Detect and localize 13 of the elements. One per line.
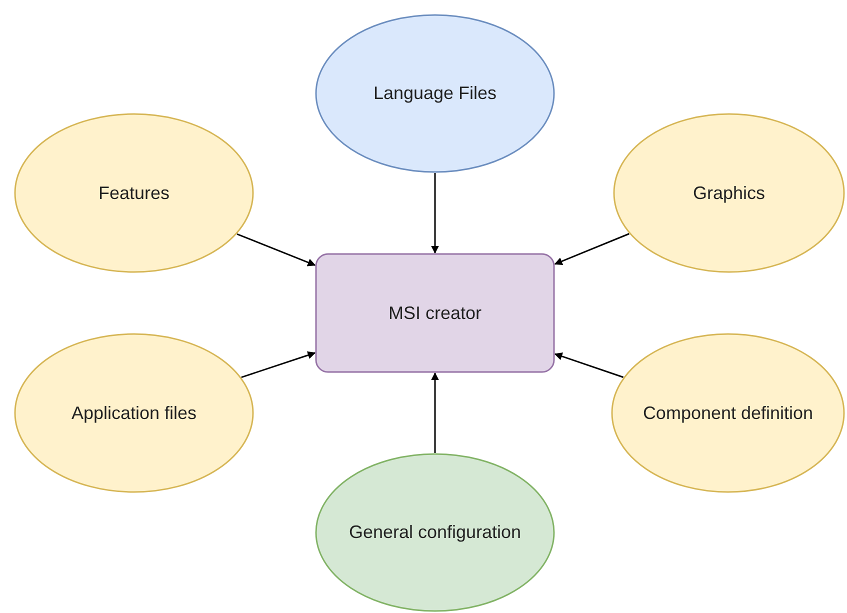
arrow (431, 173, 439, 254)
node-label: General configuration (348, 522, 522, 543)
node-label: Features (98, 182, 170, 204)
node-label: Graphics (692, 182, 766, 204)
node-label: Component definition (642, 402, 814, 424)
node-label: Language Files (373, 83, 497, 104)
arrow (431, 372, 439, 453)
arrow (241, 351, 316, 378)
arrow (236, 233, 316, 266)
arrow (554, 233, 630, 265)
node-label: Application files (71, 402, 197, 424)
node-label: MSI creator (388, 302, 482, 324)
arrow (554, 352, 624, 378)
